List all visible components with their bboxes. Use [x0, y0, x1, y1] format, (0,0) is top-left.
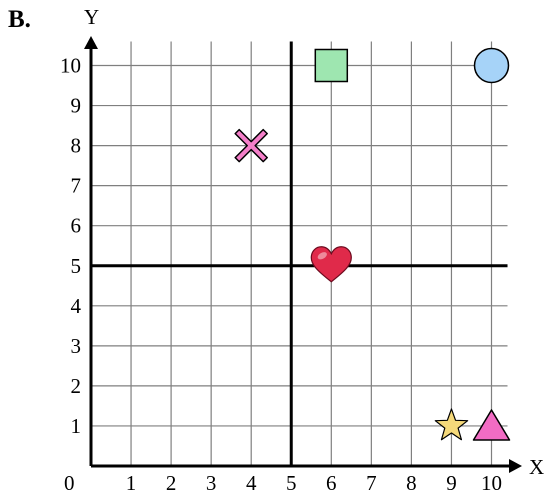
- x-tick-label: 3: [206, 471, 217, 495]
- x-tick-label: 7: [366, 471, 377, 495]
- problem-label: B.: [8, 6, 31, 33]
- y-tick-label: 6: [71, 214, 82, 238]
- origin-label: 0: [64, 471, 75, 495]
- x-tick-label: 6: [326, 471, 337, 495]
- x-tick-label: 10: [481, 471, 502, 495]
- x-tick-label: 9: [446, 471, 457, 495]
- axes: [84, 36, 522, 473]
- y-tick-label: 3: [71, 334, 82, 358]
- square-icon: [314, 48, 349, 83]
- x-axis-arrow-icon: [509, 459, 522, 473]
- guide-lines: [91, 41, 508, 466]
- circle-icon: [473, 47, 510, 84]
- y-tick-label: 1: [71, 414, 82, 438]
- star-shape: [434, 408, 469, 441]
- triangle-shape: [472, 409, 511, 441]
- x-tick-label: 8: [406, 471, 417, 495]
- y-tick-label: 9: [71, 94, 82, 118]
- x-tick-label: 2: [166, 471, 177, 495]
- tick-labels: 1 2 3 4 5 6 7 8 9 10 1 2 3 4 5 6 7 8 9 10: [60, 54, 502, 496]
- cross-icon: [234, 128, 268, 163]
- y-tick-label: 4: [71, 294, 82, 318]
- grid-lines: [91, 41, 508, 466]
- y-tick-label: 8: [71, 134, 82, 158]
- circle-shape: [473, 47, 510, 84]
- plotted-points: [234, 47, 511, 441]
- y-tick-label: 5: [71, 254, 82, 278]
- y-axis-label: Y: [84, 5, 99, 29]
- heart-icon: [310, 246, 352, 283]
- x-tick-label: 4: [246, 471, 257, 495]
- x-tick-label: 1: [126, 471, 137, 495]
- triangle-icon: [472, 409, 511, 441]
- y-tick-label: 10: [60, 54, 81, 78]
- x-axis-label: X: [529, 455, 544, 479]
- y-tick-label: 7: [71, 174, 82, 198]
- x-tick-label: 5: [286, 471, 297, 495]
- y-tick-label: 2: [71, 374, 82, 398]
- heart-highlight: [317, 252, 327, 260]
- cross-shape: [234, 128, 268, 163]
- heart-shape: [310, 246, 352, 283]
- y-axis-arrow-icon: [84, 36, 98, 49]
- star-icon: [434, 408, 469, 441]
- square-shape: [314, 48, 349, 83]
